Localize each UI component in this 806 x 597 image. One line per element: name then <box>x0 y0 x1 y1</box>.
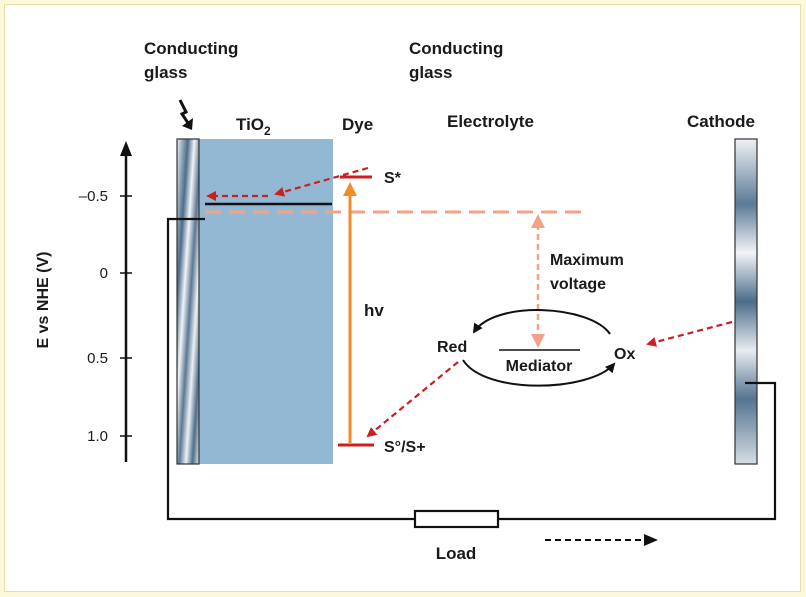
electrolyte-label: Electrolyte <box>447 112 534 131</box>
ox-label: Ox <box>614 346 635 363</box>
dye-regeneration-arrow <box>366 361 459 438</box>
mediator-oxidation-arrow <box>462 359 616 387</box>
circuit-wire-left <box>166 217 415 521</box>
max-voltage-arrowhead-down <box>531 334 545 348</box>
current-direction-arrowhead <box>644 534 658 546</box>
conducting-glass-right-label: glass <box>409 63 452 82</box>
diagram-frame <box>4 4 801 592</box>
cathode-reduction-arrow <box>646 320 733 347</box>
y-axis-arrowhead <box>120 141 132 156</box>
cathode-label: Cathode <box>687 112 755 131</box>
left-conducting-glass <box>176 138 200 465</box>
mediator-reduction-arrow <box>472 309 611 335</box>
y-tick-label: –0.5 <box>79 188 108 205</box>
y-tick-label: 0 <box>100 265 108 282</box>
conducting-glass-left-label: Conducting <box>144 39 238 58</box>
cathode-electrode <box>734 138 758 465</box>
tio2-label: TiO2 <box>236 115 271 138</box>
conducting-glass-left-label: glass <box>144 63 187 82</box>
y-tick-label: 1.0 <box>87 428 108 445</box>
y-axis: –0.5 0 0.5 1.0 E vs NHE (V) <box>35 141 132 462</box>
max-voltage-label: voltage <box>550 276 606 293</box>
dye-label: Dye <box>342 115 373 134</box>
max-voltage-label: Maximum <box>550 252 624 269</box>
mediator-label: Mediator <box>506 358 573 375</box>
s-ground-label: S°/S+ <box>384 439 426 456</box>
s-star-label: S* <box>384 170 402 187</box>
electron-injection-arrow <box>274 166 369 197</box>
glass-pointer-arrow <box>178 99 193 130</box>
conducting-glass-right-label: Conducting <box>409 39 503 58</box>
load-resistor <box>413 509 500 529</box>
max-voltage-arrowhead-up <box>531 214 545 228</box>
circuit-wire-right <box>498 381 777 521</box>
y-tick-label: 0.5 <box>87 350 108 367</box>
hv-label: hv <box>364 301 384 320</box>
y-axis-title: E vs NHE (V) <box>35 252 52 349</box>
load-label: Load <box>436 544 477 563</box>
red-label: Red <box>437 339 467 356</box>
tio2-layer <box>199 139 333 464</box>
